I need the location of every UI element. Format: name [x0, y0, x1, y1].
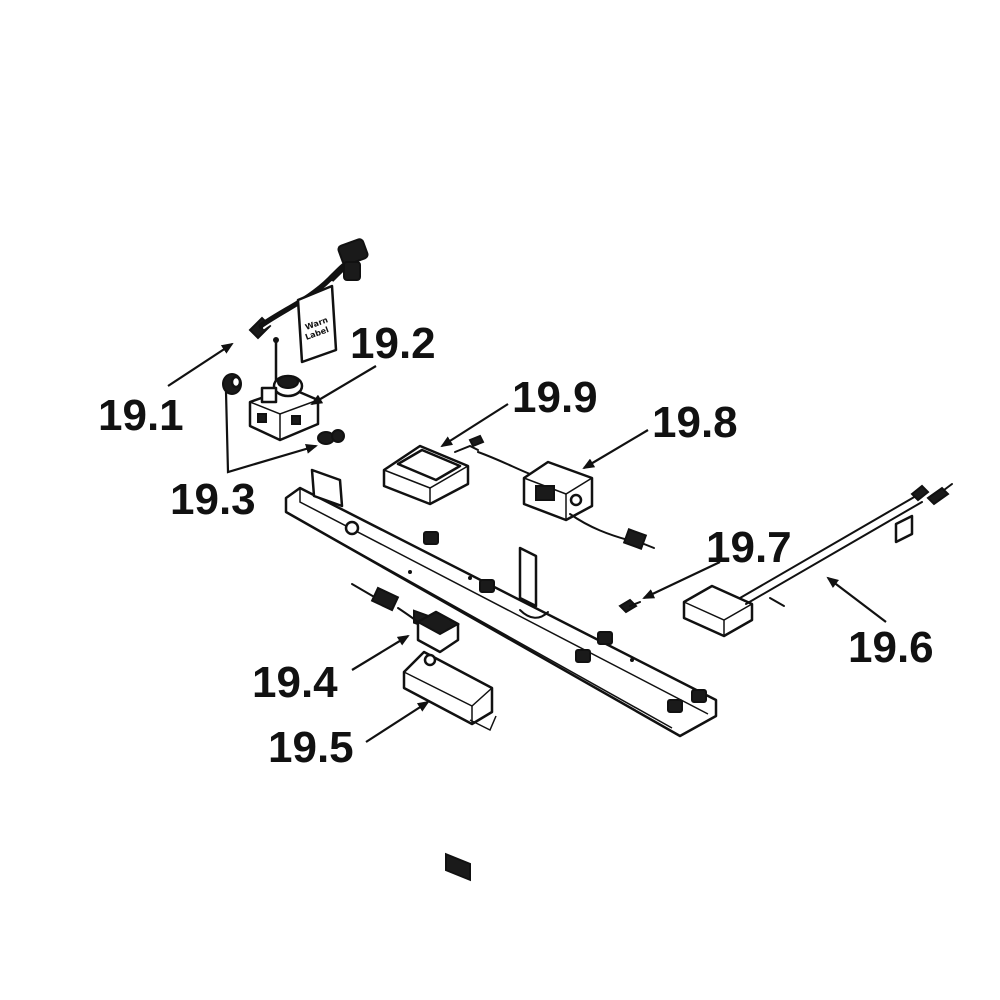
transformer-part — [477, 451, 655, 550]
igniter-part — [618, 598, 641, 614]
power-adapter-part — [351, 583, 461, 654]
leader-19-9 — [440, 403, 509, 448]
gas-valve-part — [248, 337, 320, 442]
junction-box-part — [402, 650, 497, 882]
callout-19-7: 19.7 — [706, 523, 792, 572]
gas-hose-part: Warn Label — [248, 238, 369, 364]
control-board-part — [382, 434, 485, 633]
leader-19-8 — [582, 429, 649, 470]
light-harness-part — [682, 483, 953, 638]
callout-19-4: 19.4 — [252, 658, 338, 707]
callout-19-6: 19.6 — [848, 623, 934, 672]
leader-19-4 — [351, 634, 410, 671]
callout-19-2: 19.2 — [350, 319, 436, 368]
leader-19-5 — [365, 700, 430, 743]
leader-arrows — [167, 342, 887, 743]
leader-19-1 — [167, 342, 234, 387]
callout-19-8: 19.8 — [652, 398, 738, 447]
callout-19-9: 19.9 — [512, 373, 598, 422]
burner-tray-part — [284, 468, 718, 738]
leader-19-6 — [826, 576, 887, 623]
fitting-parts — [222, 373, 345, 445]
leader-19-2 — [310, 365, 377, 406]
leader-19-3 — [224, 391, 318, 474]
callout-19-3: 19.3 — [170, 475, 256, 524]
callout-19-1: 19.1 — [98, 391, 184, 440]
callout-19-5: 19.5 — [268, 723, 354, 772]
leader-19-7 — [642, 561, 721, 599]
